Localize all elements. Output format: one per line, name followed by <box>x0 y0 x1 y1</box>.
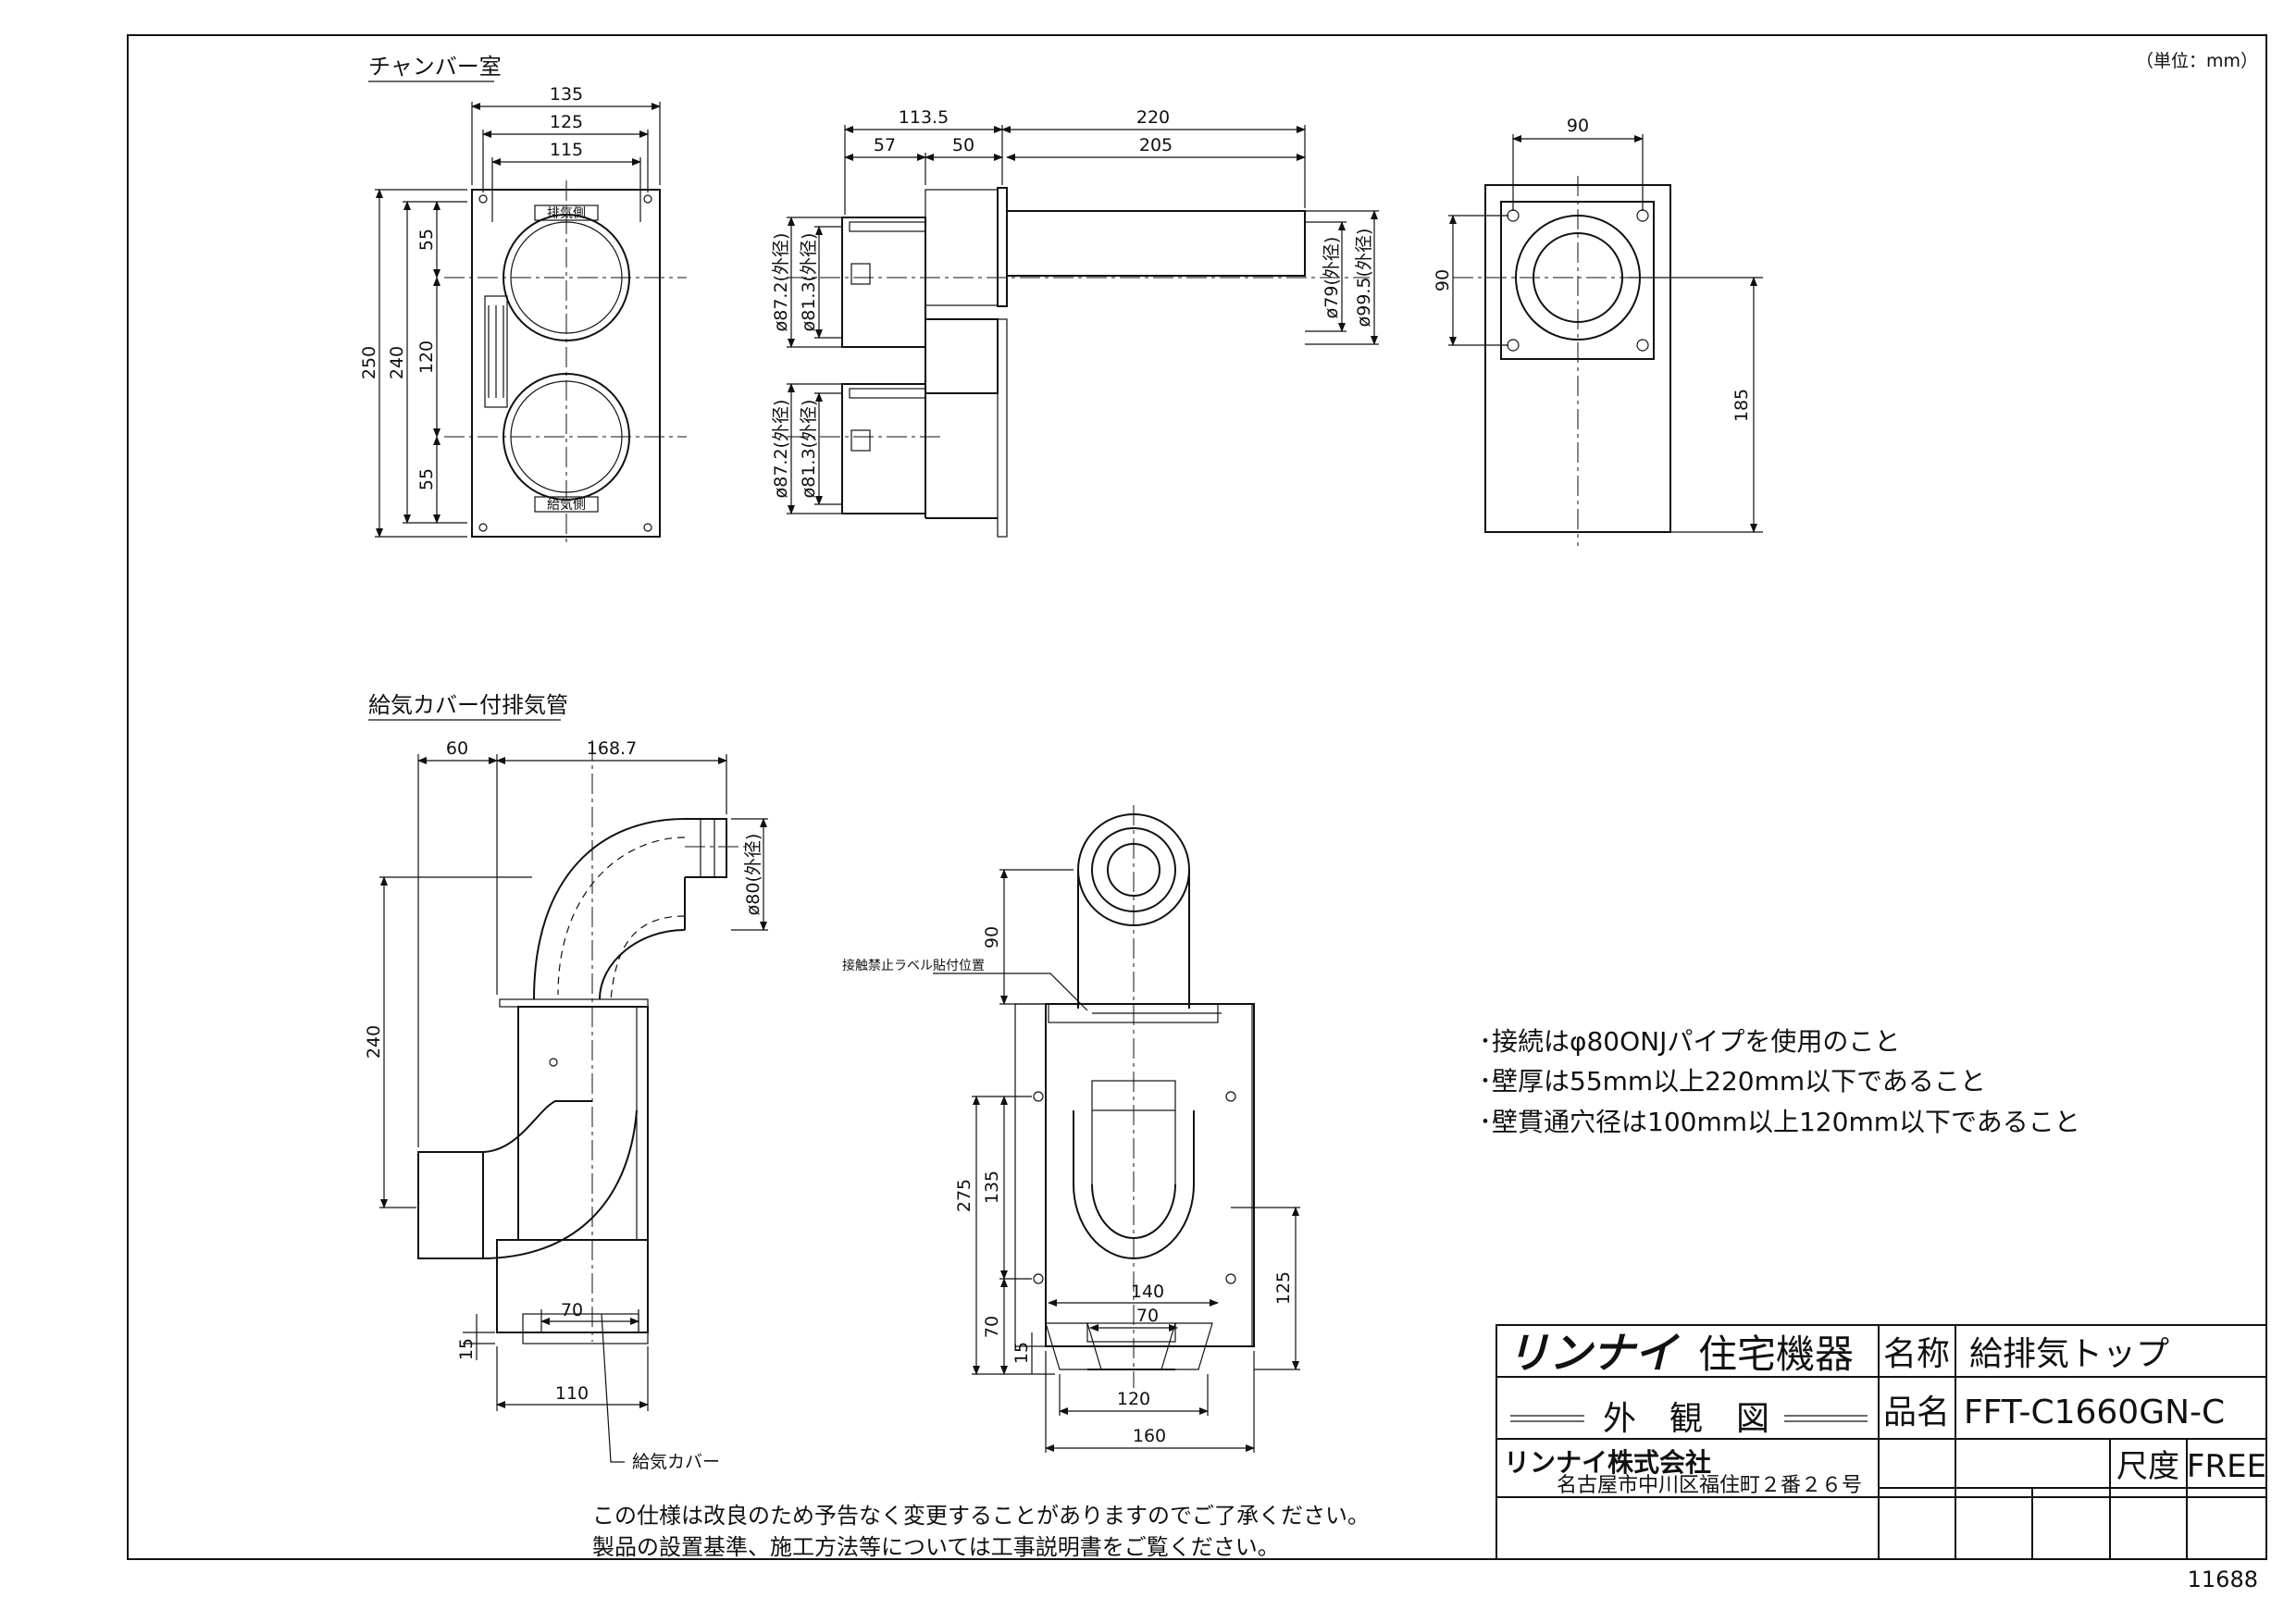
disclaimer-1: この仕様は改良のため予告なく変更することがありますのでご了承ください。 <box>592 1503 1370 1529</box>
flange-view: 90 90 185 <box>1433 116 1763 546</box>
dim-70-front: 70 <box>982 1316 1002 1338</box>
top-mark: 排気側 <box>547 206 586 221</box>
dim-70-side: 70 <box>561 1300 583 1320</box>
disclaimer-2: 製品の設置基準、施工方法等については工事説明書をご覧ください。 <box>592 1534 1280 1560</box>
dim-240: 240 <box>387 346 407 379</box>
dim-872-b: ø87.2(外径) <box>771 400 791 499</box>
name-label: 名称 <box>1883 1335 1950 1373</box>
dim-15-side: 15 <box>456 1338 477 1360</box>
note-3: ･壁貫通穴径は100mm以上120mm以下であること <box>1479 1107 2080 1137</box>
scale-label: 尺度 <box>2116 1448 2179 1485</box>
dim-813-b: ø81.3(外径) <box>799 400 819 499</box>
pipe-front-view: 90 275 135 70 15 140 70 120 160 125 接触禁止… <box>842 805 1300 1453</box>
dim-120-front: 120 <box>1117 1389 1150 1409</box>
dim-185: 185 <box>1731 389 1752 422</box>
dim-120: 120 <box>416 341 437 374</box>
dim-55-top: 55 <box>416 229 437 251</box>
dim-135-front: 135 <box>982 1171 1002 1204</box>
dim-160: 160 <box>1133 1426 1166 1446</box>
name-value: 給排気トップ <box>1969 1335 2169 1373</box>
callout-cover: 給気カバー <box>632 1452 720 1472</box>
company-address: 名古屋市中川区福住町２番２６号 <box>1557 1474 1862 1497</box>
dim-168-7: 168.7 <box>587 738 637 759</box>
dim-115: 115 <box>550 140 583 160</box>
dim-90-front: 90 <box>982 926 1002 948</box>
dim-79: ø79(外径) <box>1322 237 1342 319</box>
callout-label-position: 接触禁止ラベル貼付位置 <box>842 958 985 973</box>
drawing-number: 11688 <box>2188 1567 2258 1592</box>
side-view: 113.5 220 57 50 205 ø87.2(外径) ø81.3(外径) … <box>771 107 1379 538</box>
dim-15-front: 15 <box>1011 1342 1032 1364</box>
dim-80: ø80(外径) <box>743 834 763 916</box>
view-title: 外 観 図 <box>1603 1400 1769 1438</box>
dim-205: 205 <box>1139 135 1173 155</box>
dim-140: 140 <box>1131 1282 1164 1302</box>
section-title-chamber: チャンバー室 <box>368 54 502 80</box>
dim-57: 57 <box>874 135 896 155</box>
dim-113-5: 113.5 <box>899 107 949 128</box>
dim-99-5: ø99.5(外径) <box>1354 229 1374 328</box>
dim-90-height: 90 <box>1433 269 1453 291</box>
dim-55-bottom: 55 <box>416 468 437 490</box>
brand-name: リンナイ <box>1507 1328 1681 1378</box>
bottom-mark: 給気側 <box>547 498 586 513</box>
dim-813-a: ø81.3(外径) <box>799 233 819 332</box>
dim-50: 50 <box>952 135 974 155</box>
note-1: ･接続はφ80ONJパイプを使用のこと <box>1479 1026 1900 1057</box>
note-2: ･壁厚は55mm以上220mm以下であること <box>1479 1066 1986 1096</box>
dim-110: 110 <box>555 1383 589 1404</box>
dim-872-a: ø87.2(外径) <box>771 233 791 332</box>
notes: ･接続はφ80ONJパイプを使用のこと ･壁厚は55mm以上220mm以下である… <box>1479 1026 2080 1137</box>
model-value: FFT-C1660GN-C <box>1964 1394 2225 1431</box>
scale-value: FREE <box>2187 1448 2266 1485</box>
company-name: リンナイ株式会社 <box>1504 1447 1711 1478</box>
dim-90-width: 90 <box>1567 116 1589 136</box>
model-label: 品名 <box>1883 1394 1950 1431</box>
section-title-pipe: 給気カバー付排気管 <box>368 692 568 718</box>
drawing-frame <box>127 34 2267 1560</box>
pipe-side-view: 給気カバー付排気管 60 168.7 ø80(外径) 24 <box>364 692 768 1472</box>
chamber-front-view: チャンバー室 排気側 給気側 135 125 115 250 240 55 <box>359 54 687 546</box>
dim-60: 60 <box>446 738 468 759</box>
dim-250: 250 <box>359 346 379 379</box>
title-block: リンナイ 住宅機器 外 観 図 リンナイ株式会社 名古屋市中川区福住町２番２６号… <box>1496 1324 2267 1560</box>
dim-220: 220 <box>1136 107 1170 128</box>
unit-label: （単位：mm） <box>2136 51 2258 71</box>
dim-125-front: 125 <box>1273 1271 1294 1305</box>
dim-135: 135 <box>550 84 583 105</box>
dim-240-pipe: 240 <box>364 1025 384 1059</box>
brand-sub: 住宅機器 <box>1698 1332 1854 1377</box>
dim-125: 125 <box>550 112 583 132</box>
dim-275: 275 <box>954 1179 974 1212</box>
dim-70-front-top: 70 <box>1136 1306 1159 1326</box>
